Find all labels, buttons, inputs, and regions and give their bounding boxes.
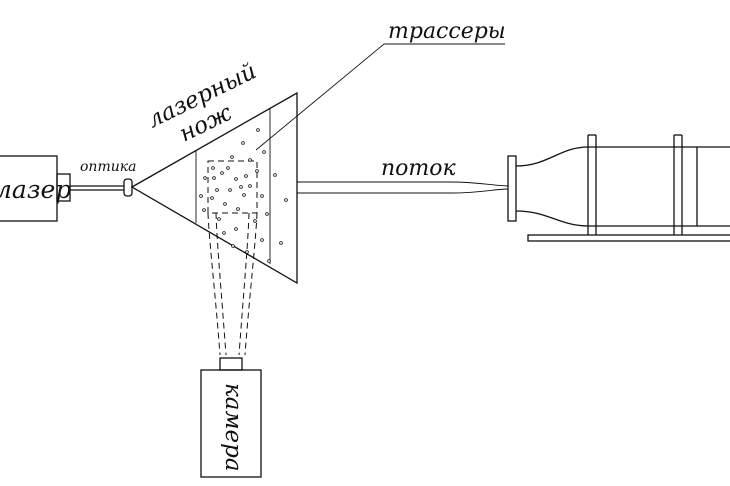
tracer-particle — [234, 177, 238, 181]
nozzle-assembly — [507, 134, 730, 242]
flow-stream: поток — [297, 156, 509, 194]
tracer-particle — [273, 173, 277, 177]
tracer-particle — [199, 194, 203, 198]
camera-body — [200, 369, 262, 478]
tracer-particle — [223, 202, 227, 206]
tracer-particle — [202, 208, 206, 212]
tracer-particle — [210, 196, 214, 200]
tracer-particle — [222, 231, 226, 235]
tracer-particle — [265, 212, 269, 216]
interrogation-window — [207, 160, 258, 214]
tracer-particle — [256, 128, 260, 132]
tracer-particle — [226, 166, 230, 170]
tracer-particle — [231, 244, 235, 248]
tracer-particle — [260, 194, 264, 198]
base-rail — [527, 234, 730, 242]
tracer-particle — [211, 166, 215, 170]
tracer-particle — [262, 150, 266, 154]
tracer-particle — [228, 188, 232, 192]
tracer-particle — [215, 188, 219, 192]
view-line-outer-left — [207, 212, 221, 356]
tracers-label: трассеры — [388, 19, 506, 44]
laser-label: лазер — [0, 175, 71, 204]
optics-lens — [123, 178, 133, 197]
nozzle-contour-bottom — [515, 210, 730, 227]
tracer-particle — [242, 193, 246, 197]
view-line-outer-right — [244, 212, 258, 356]
flow-line-bottom — [297, 188, 509, 194]
light-sheet-triangle — [130, 91, 298, 285]
tracer-particle — [212, 176, 216, 180]
tracer-particle — [260, 238, 264, 242]
tracer-particle — [203, 176, 207, 180]
laser-nozzle — [56, 173, 71, 202]
camera-unit: камера — [200, 357, 262, 478]
view-line-inner-left — [215, 212, 227, 356]
tracer-particle — [236, 207, 240, 211]
laser-knife: лазерный нож — [130, 58, 298, 285]
tracers-leader — [255, 43, 385, 151]
tracer-particle — [220, 171, 224, 175]
nozzle-contour-top — [515, 146, 730, 167]
tracer-particle — [248, 158, 252, 162]
tracer-particle — [255, 169, 259, 173]
tracer-particle — [239, 185, 243, 189]
tracer-particle — [234, 227, 238, 231]
nozzle-flange — [507, 155, 517, 222]
flow-line-top — [297, 181, 509, 187]
tracer-particle — [248, 184, 252, 188]
tracer-particle — [217, 217, 221, 221]
laser-unit: лазер оптика — [0, 155, 136, 222]
tracers-callout: трассеры — [255, 19, 506, 151]
tracer-particle — [244, 174, 248, 178]
tracer-particle — [230, 155, 234, 159]
tracer-particle — [284, 198, 288, 202]
tracer-particle — [267, 259, 271, 263]
camera-lens — [219, 357, 243, 371]
tracer-particles — [199, 128, 288, 263]
camera-label: камера — [220, 383, 246, 472]
camera-view-lines — [207, 212, 258, 356]
tracer-particle — [279, 241, 283, 245]
flow-label: поток — [381, 156, 457, 181]
tracer-particle — [241, 141, 245, 145]
view-line-inner-right — [238, 212, 250, 356]
tracer-particle — [253, 219, 257, 223]
optics-label: оптика — [80, 159, 136, 175]
